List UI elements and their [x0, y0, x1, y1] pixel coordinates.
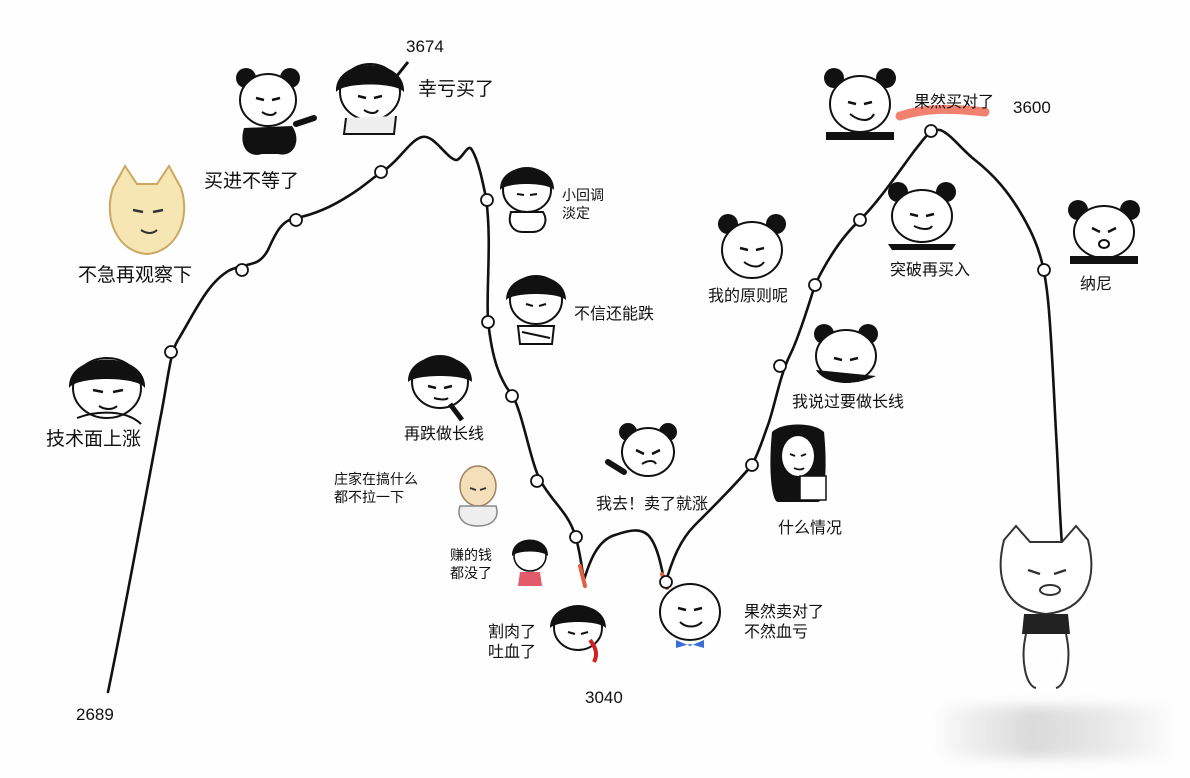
caption-said-long: 我说过要做长线	[792, 392, 905, 411]
bowlcut-doubt-icon	[506, 275, 566, 345]
curve-node	[745, 458, 759, 472]
bowlcut-calm-icon	[499, 167, 555, 233]
bowlcut-sad-icon	[511, 539, 549, 586]
panda-dance-icon	[236, 68, 317, 155]
caption-breakout-buy: 突破再买入	[890, 260, 971, 279]
caption-rose-after-sell: 我去！卖了就涨	[596, 494, 709, 513]
panda-facepalm-icon	[814, 324, 878, 383]
curve-node	[164, 345, 178, 359]
caption-buy-now: 买进不等了	[204, 170, 300, 192]
caption-sold-right: 果然卖对了 不然血亏	[744, 602, 825, 641]
curve-node	[505, 389, 519, 403]
bowlcut-long-icon	[407, 355, 473, 422]
start-value-label: 2689	[76, 705, 114, 724]
caption-my-principle: 我的原则呢	[708, 286, 789, 305]
caption-what-happened: 什么情况	[778, 518, 843, 537]
curve-node	[235, 263, 249, 277]
caption-money-gone: 赚的钱 都没了	[450, 548, 492, 582]
blurred-watermark	[940, 706, 1170, 758]
hanging-cat-icon	[999, 524, 1093, 689]
caption-cut-loss: 割肉了 吐血了	[488, 622, 537, 661]
curve-node	[773, 359, 787, 373]
curve-node	[1037, 263, 1051, 277]
peak1-value-label: 3674	[406, 37, 444, 56]
curve-node	[374, 165, 388, 179]
curve-node	[481, 315, 495, 329]
panda-sly-icon	[718, 214, 786, 279]
curve-node	[808, 278, 822, 292]
peak-highlight	[895, 104, 990, 121]
smiley-face-icon	[659, 583, 721, 648]
bowlcut-face-icon	[68, 357, 146, 425]
panda-angry-icon	[605, 423, 677, 477]
curve-node	[924, 124, 938, 138]
hooded-face-icon	[770, 424, 827, 502]
curve-node	[289, 213, 303, 227]
panda-shocked-icon	[1068, 200, 1140, 264]
caption-cant-fall-more: 不信还能跌	[574, 304, 655, 323]
caption-bought-right: 果然买对了	[914, 92, 995, 111]
bottom-value-label: 3040	[585, 688, 623, 707]
shiba-face-icon	[108, 164, 186, 256]
peak2-value-label: 3600	[1013, 98, 1051, 117]
caption-lucky-buy: 幸亏买了	[418, 78, 495, 100]
panda-suit-icon	[888, 182, 956, 250]
bottom-accent-1	[578, 564, 587, 588]
caption-small-pullback: 小回调 淡定	[562, 188, 604, 222]
caption-fall-long: 再跌做长线	[404, 424, 485, 443]
caption-dealer: 庄家在搞什么 都不拉一下	[334, 472, 418, 506]
bowlcut-vomit-icon	[550, 605, 606, 663]
curve-node	[530, 474, 544, 488]
bowlcut-relief-icon	[335, 61, 410, 135]
curve-node	[480, 193, 494, 207]
old-man-crying-icon	[458, 465, 498, 527]
curve-node	[853, 213, 867, 227]
caption-nani: 纳尼	[1080, 274, 1113, 293]
caption-no-rush: 不急再观察下	[78, 264, 193, 286]
caption-tech-up: 技术面上涨	[46, 428, 142, 450]
panda-grin-icon	[824, 68, 896, 140]
curve-node	[659, 575, 673, 589]
curve-node	[569, 530, 583, 544]
